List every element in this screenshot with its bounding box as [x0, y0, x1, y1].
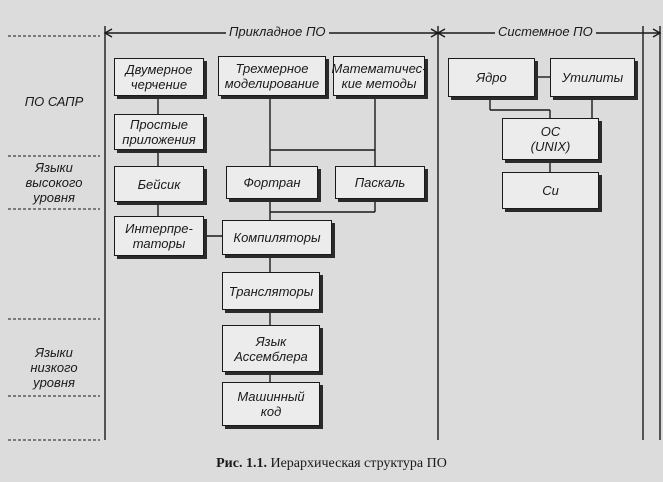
- node-pascal: Паскаль: [335, 166, 425, 199]
- node-basic: Бейсик: [114, 166, 204, 202]
- node-fortran: Фортран: [226, 166, 318, 199]
- figure-title: Иерархическая структура ПО: [270, 456, 447, 471]
- node-compilers: Компиляторы: [222, 220, 332, 255]
- label-high-level-languages: Языки высокого уровня: [25, 160, 83, 205]
- label-low-level-languages: Языки низкого уровня: [30, 345, 78, 390]
- node-math-methods: Математичес-кие методы: [332, 56, 426, 96]
- node-c-language: Си: [502, 172, 599, 209]
- node-utilities: Утилиты: [550, 58, 635, 97]
- node-os-unix: ОС(UNIX): [502, 118, 599, 160]
- header-system-software: Системное ПО: [495, 24, 596, 39]
- figure-caption: Рис. 1.1. Иерархическая структура ПО: [0, 456, 663, 472]
- figure-number: Рис. 1.1.: [216, 456, 267, 471]
- label-cad-software: ПО САПР: [24, 94, 84, 109]
- node-interpreters: Интерпре-таторы: [114, 216, 204, 256]
- node-translators: Трансляторы: [222, 272, 320, 310]
- node-kernel: Ядро: [448, 58, 535, 97]
- header-applied-software: Прикладное ПО: [226, 24, 329, 39]
